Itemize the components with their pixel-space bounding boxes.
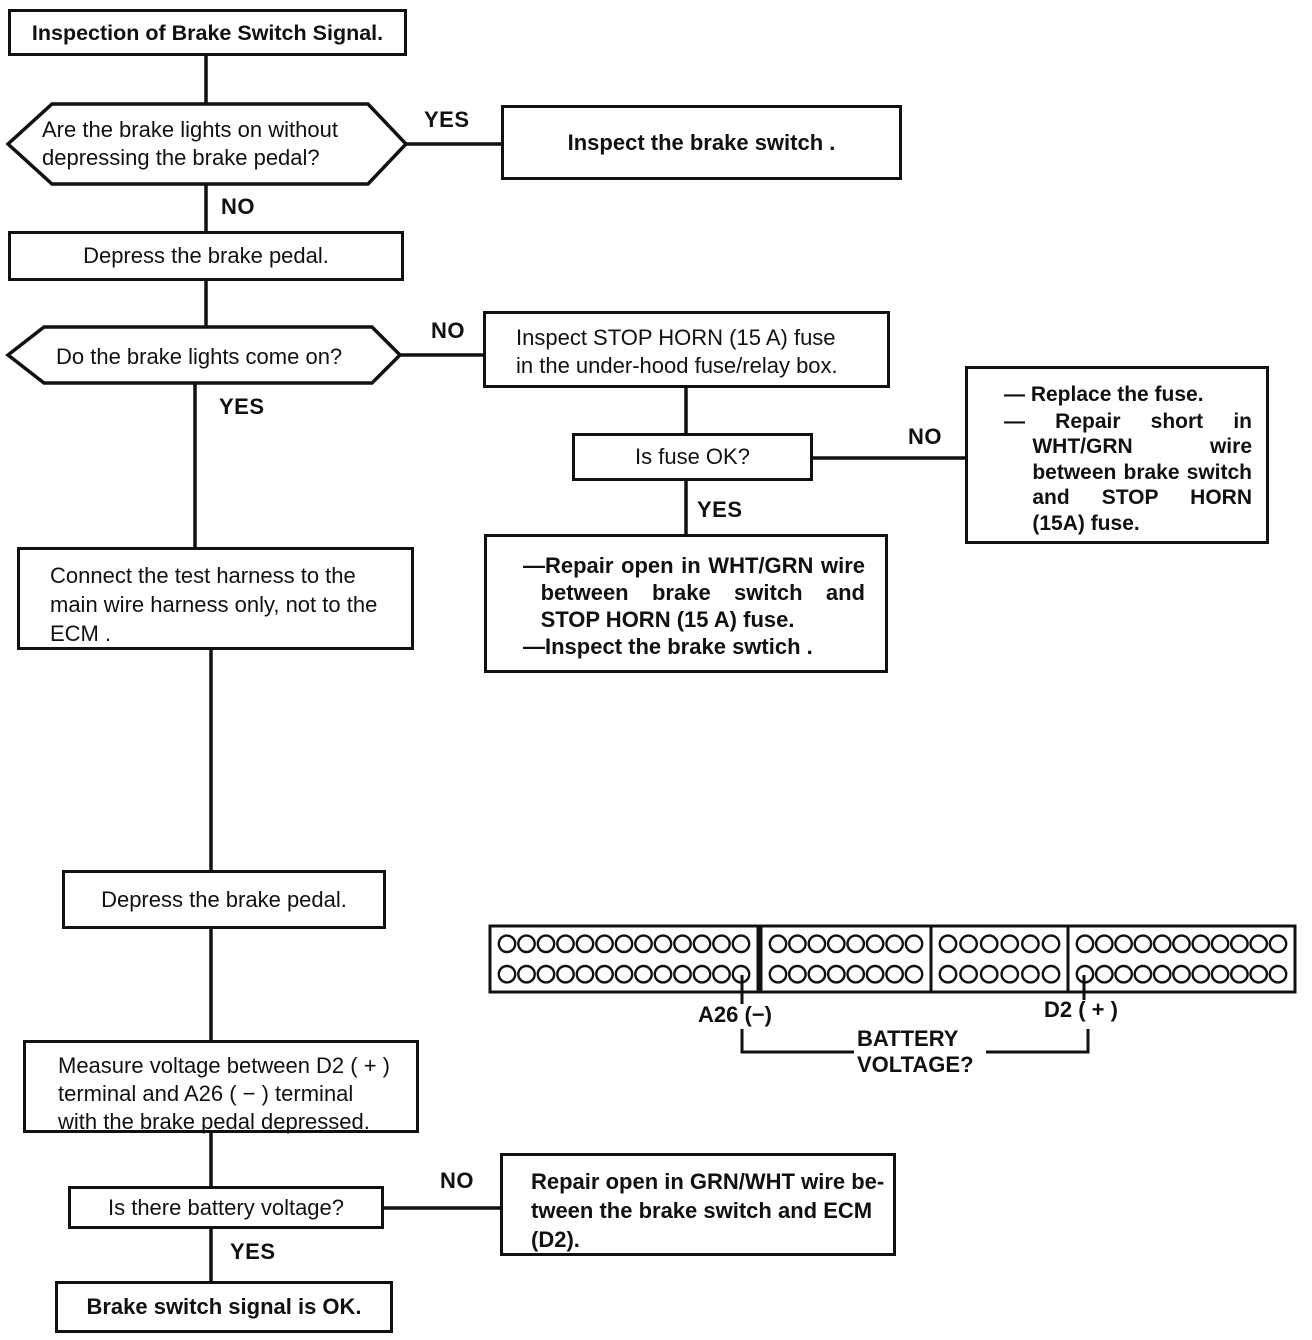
- flow-edges: [193, 55, 966, 1284]
- edge-label-q2-no: NO: [431, 318, 465, 343]
- edge-label-q1-yes: YES: [424, 107, 470, 132]
- q1-decision-text: Are the brake lights on without depressi…: [42, 117, 338, 170]
- a26-pin-label: A26 (−): [698, 1002, 772, 1027]
- connector-holes-b: [768, 934, 924, 984]
- edge-label-q3-yes: YES: [697, 497, 743, 522]
- decision-hexagon-q2: [5, 325, 403, 385]
- inspect-brake-switch-box: Inspect the brake switch .: [501, 105, 902, 180]
- edge-label-q2-yes: YES: [219, 394, 265, 419]
- edge-label-q4-no: NO: [440, 1168, 474, 1193]
- measure-voltage-box: Measure voltage between D2 ( + ) termina…: [23, 1040, 419, 1134]
- connector-segment-a: [488, 924, 760, 994]
- battery-bracket-left: [740, 1029, 854, 1054]
- inspect-fuse-box: Inspect STOP HORN (15 A) fuse in the und…: [483, 311, 890, 388]
- connector-holes-a: [497, 934, 751, 984]
- replace-fuse-actions-box: — Replace the fuse. — Repair short in WH…: [965, 366, 1269, 544]
- connector-segment-b: [759, 924, 933, 994]
- repair-open-grn-wht-box: Repair open in GRN/WHT wire be- tween th…: [500, 1153, 896, 1256]
- is-battery-voltage-box: Is there battery voltage?: [68, 1186, 384, 1229]
- connect-test-harness-box: Connect the test harness to the main wir…: [17, 547, 414, 650]
- battery-bracket-right: [986, 1029, 1090, 1054]
- battery-voltage-label: BATTERY VOLTAGE?: [857, 1026, 974, 1077]
- connector-holes-d: [1075, 934, 1288, 984]
- connector-segment-d: [1066, 924, 1297, 994]
- depress-pedal-box-1: Depress the brake pedal.: [8, 231, 404, 281]
- repair-open-wht-grn-box: —Repair open in WHT/GRN wire between bra…: [484, 534, 888, 673]
- signal-ok-box: Brake switch signal is OK.: [55, 1281, 393, 1333]
- d2-pin-label: D2 ( + ): [1044, 997, 1118, 1022]
- q2-decision-text: Do the brake lights come on?: [56, 344, 343, 369]
- edge-label-q1-no: NO: [221, 194, 255, 219]
- edge-label-q3-no: NO: [908, 424, 942, 449]
- depress-pedal-box-2: Depress the brake pedal.: [62, 870, 386, 929]
- edge-label-q4-yes: YES: [230, 1239, 276, 1264]
- ecm-connector-strip: [488, 924, 1297, 994]
- is-fuse-ok-box: Is fuse OK?: [572, 433, 813, 481]
- connector-holes-c: [938, 934, 1061, 984]
- probe-callouts: [740, 975, 1090, 1054]
- title-box: Inspection of Brake Switch Signal.: [8, 9, 407, 56]
- decision-hexagon-q1: [5, 102, 409, 186]
